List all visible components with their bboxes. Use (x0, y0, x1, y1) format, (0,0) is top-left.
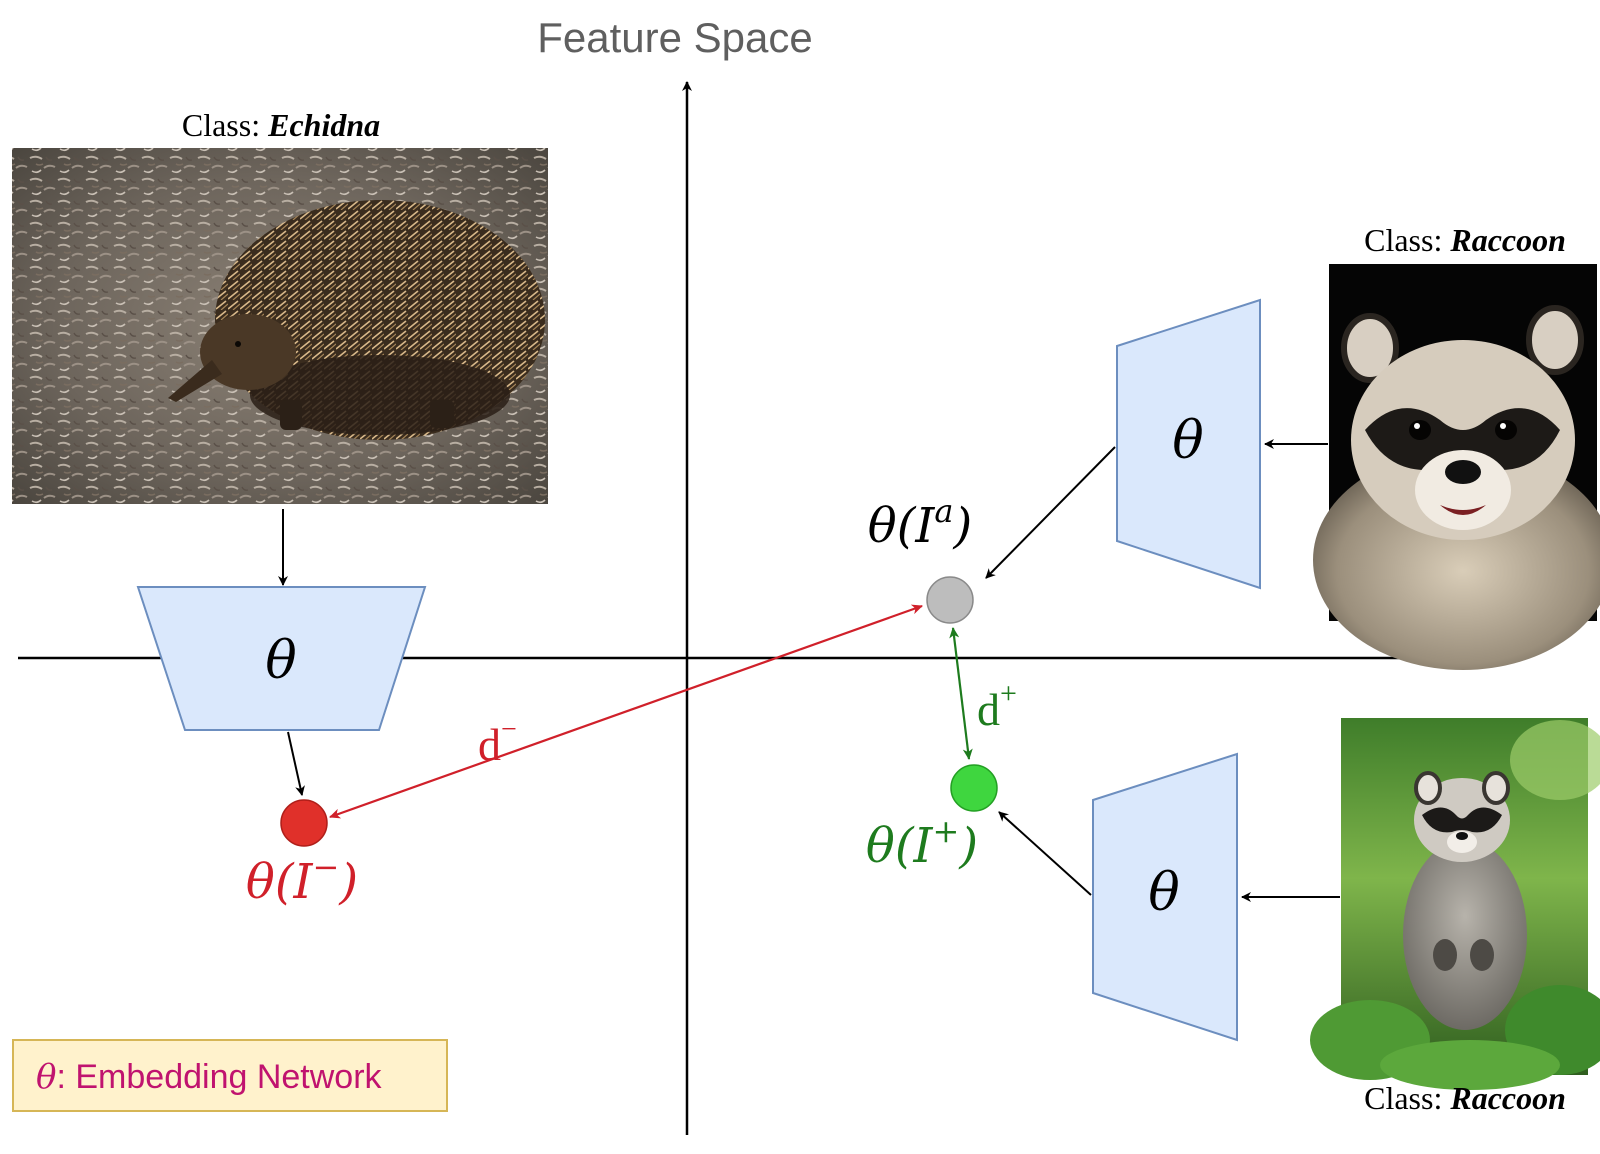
network-to-negative-arrow (287, 731, 305, 796)
positive-embedding-label: θ(I+) (866, 812, 978, 874)
network-to-anchor-arrow (985, 446, 1116, 579)
network-positive: θ (1092, 752, 1238, 1042)
legend-label: : Embedding Network (56, 1058, 382, 1096)
negative-embedding-point (280, 799, 328, 847)
echidna-photo (12, 148, 548, 504)
network-echidna: θ (136, 586, 427, 731)
legend-symbol: θ (36, 1057, 56, 1097)
network-echidna-symbol: θ (265, 631, 296, 691)
echidna-image-group: Class: Echidna (12, 107, 548, 504)
positive-distance-label: d+ (977, 677, 1017, 735)
raccoon-positive-class-name: Raccoon (1449, 1080, 1566, 1116)
negative-embedding-label: θ(I−) (246, 848, 358, 910)
raccoon-standing-photo (1310, 718, 1600, 1090)
echidna-caption-prefix: Class: (182, 107, 268, 143)
echidna-caption: Class: Echidna (182, 107, 380, 143)
echidna-snout (168, 360, 222, 402)
raccoon-positive-caption-prefix: Class: (1364, 1080, 1450, 1116)
title: Feature Space (537, 14, 813, 61)
legend-text: θ: Embedding Network (36, 1057, 383, 1097)
anchor-embedding-label: θ(Ia) (868, 492, 972, 554)
positive-distance-arrow (949, 627, 973, 760)
raccoon-anchor-caption-prefix: Class: (1364, 222, 1450, 258)
raccoon-face-photo (1313, 264, 1600, 670)
negative-distance-label: d− (478, 714, 517, 770)
network-to-positive-arrow (998, 811, 1092, 896)
negative-distance-arrow (329, 604, 923, 819)
network-positive-symbol: θ (1148, 863, 1179, 923)
anchor-embedding-point (926, 576, 974, 624)
positive-embedding-point (950, 764, 998, 812)
network-anchor: θ (1116, 298, 1261, 590)
legend-box: θ: Embedding Network (12, 1039, 448, 1112)
raccoon-anchor-class-name: Raccoon (1449, 222, 1566, 258)
echidna-class-name: Echidna (267, 107, 380, 143)
raccoon-anchor-image-group: Class: Raccoon (1313, 222, 1600, 670)
raccoon-positive-image-group: Class: Raccoon (1310, 718, 1600, 1116)
network-anchor-symbol: θ (1172, 411, 1203, 471)
raccoon-anchor-caption: Class: Raccoon (1364, 222, 1566, 258)
raccoon-positive-caption: Class: Raccoon (1364, 1080, 1566, 1116)
echidna-head (200, 314, 296, 390)
